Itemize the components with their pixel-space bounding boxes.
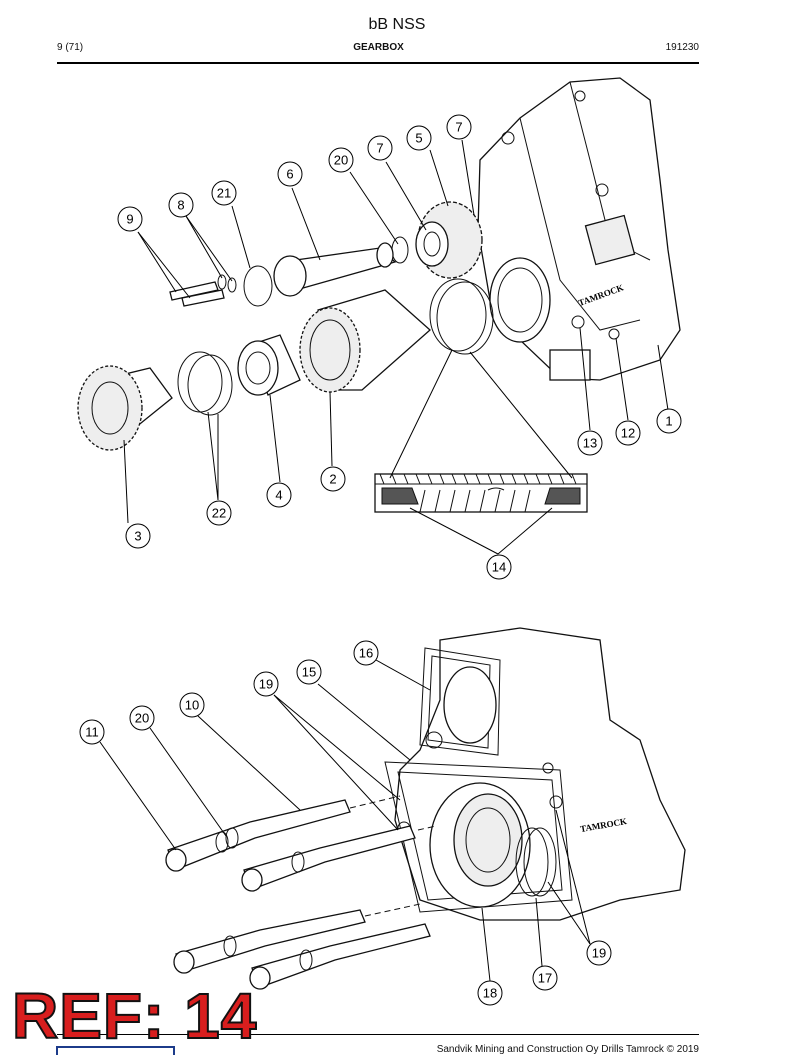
- plunger-4: [249, 923, 431, 990]
- callout-14: 14: [486, 554, 512, 580]
- header-rule: [57, 62, 699, 64]
- callout-label: 10: [185, 698, 199, 713]
- callout-label: 15: [302, 665, 316, 680]
- bottom-leader-lines: [99, 659, 591, 982]
- callout-17: 17: [532, 965, 558, 991]
- callout-20-bottom: 20: [129, 705, 155, 731]
- callout-label: 16: [359, 646, 373, 661]
- callout-22: 22: [206, 500, 232, 526]
- callout-1: 1: [656, 408, 682, 434]
- rings-22: [177, 351, 233, 416]
- washers-8: [217, 274, 237, 293]
- callout-label: 2: [329, 472, 336, 487]
- callout-label: 18: [483, 986, 497, 1001]
- callout-16: 16: [353, 640, 379, 666]
- callout-5: 5: [406, 125, 432, 151]
- callout-label: 7: [455, 120, 462, 135]
- callout-6: 6: [277, 161, 303, 187]
- callout-3: 3: [125, 523, 151, 549]
- plunger-3: [173, 909, 366, 974]
- callout-12: 12: [615, 420, 641, 446]
- reference-stamp: REF: 14: [11, 980, 258, 1052]
- callout-4: 4: [266, 482, 292, 508]
- gearbox-housing-top: TAMROCK: [477, 77, 681, 381]
- spline-coupling-3: [77, 365, 173, 451]
- gear-hub-2: [299, 289, 431, 393]
- ring-21: [243, 265, 273, 307]
- callout-label: 8: [177, 198, 184, 213]
- top-leader-lines: [123, 139, 669, 555]
- bearing-4: [237, 334, 301, 396]
- callout-label: 14: [492, 560, 506, 575]
- callout-label: 20: [334, 153, 348, 168]
- callout-label: 19: [259, 677, 273, 692]
- callout-7a: 7: [367, 135, 393, 161]
- callout-label: 22: [212, 506, 226, 521]
- callout-20: 20: [328, 147, 354, 173]
- document-number: 191230: [665, 42, 699, 53]
- callout-label: 9: [126, 212, 133, 227]
- page-number: 9 (71): [57, 42, 84, 53]
- callout-15: 15: [296, 659, 322, 685]
- callout-label: 4: [275, 488, 282, 503]
- callout-label: 21: [217, 186, 231, 201]
- gear-5: [415, 201, 483, 279]
- gearbox-housing-bottom: TAMROCK: [384, 627, 686, 921]
- seal-section-detail: [374, 473, 588, 513]
- callout-label: 11: [85, 725, 99, 740]
- callout-10: 10: [179, 692, 205, 718]
- callout-11: 11: [79, 719, 105, 745]
- callout-label: 1: [665, 414, 672, 429]
- callout-19b: 19: [586, 940, 612, 966]
- callout-label: 12: [621, 426, 635, 441]
- plunger-2: [241, 825, 416, 892]
- seal-ring-17: [515, 827, 557, 897]
- callout-18: 18: [477, 980, 503, 1006]
- callout-label: 17: [538, 971, 552, 986]
- callout-label: 19: [592, 946, 606, 961]
- callout-label: 13: [583, 436, 597, 451]
- brand-logo: [56, 1046, 175, 1055]
- callout-21: 21: [211, 180, 237, 206]
- callout-label: 20: [135, 711, 149, 726]
- document-title: bB NSS: [368, 16, 426, 33]
- bolts-9: [169, 281, 225, 307]
- callout-label: 3: [134, 529, 141, 544]
- callout-label: 7: [376, 141, 383, 156]
- callout-13: 13: [577, 430, 603, 456]
- callout-7b: 7: [446, 114, 472, 140]
- callout-label: 5: [415, 131, 422, 146]
- plunger-1: [165, 799, 351, 872]
- callout-8: 8: [168, 192, 194, 218]
- footer-copyright: Sandvik Mining and Construction Oy Drill…: [436, 1044, 699, 1055]
- footer-rule: [57, 1034, 699, 1035]
- plunger-assemblies: [165, 795, 437, 990]
- shaft-6: [273, 242, 397, 297]
- callout-2: 2: [320, 466, 346, 492]
- callout-label: 6: [286, 167, 293, 182]
- callout-9: 9: [117, 206, 143, 232]
- bottom-callouts: 10 11 15 16 17 18 19 19 20: [79, 640, 612, 1006]
- callout-19a: 19: [253, 671, 279, 697]
- top-callouts: 1 2 3 4 5 6 7 7 8 9 12 13 14 20 21 22: [117, 114, 682, 580]
- section-title: GEARBOX: [353, 42, 404, 53]
